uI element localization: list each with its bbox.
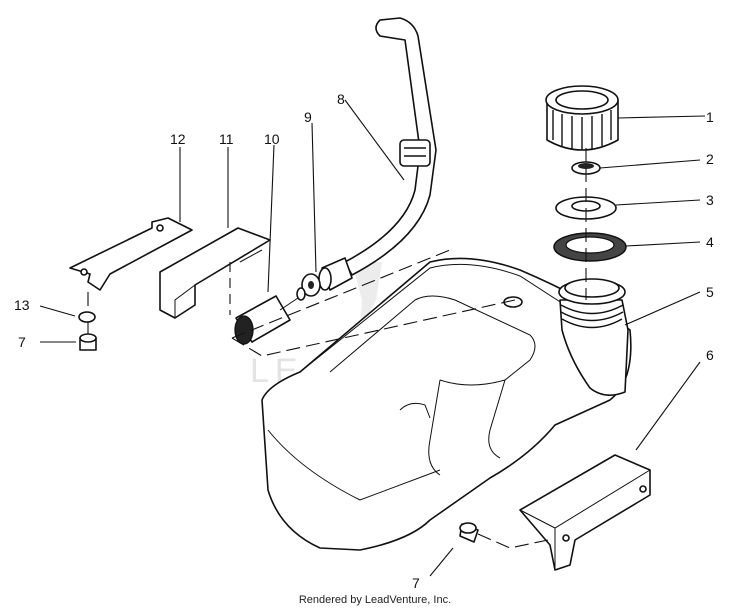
render-credit: Rendered by LeadVenture, Inc. <box>298 594 452 606</box>
callout-13: 13 <box>14 297 30 313</box>
callout-2: 2 <box>706 151 714 167</box>
tank-cover <box>519 454 651 571</box>
callout-6: 6 <box>706 347 714 363</box>
filter-ring <box>301 273 321 297</box>
callout-8: 8 <box>337 91 345 107</box>
callout-4: 4 <box>706 234 714 250</box>
callout-5: 5 <box>706 284 714 300</box>
callout-labels: 1 2 3 4 5 6 7 7 8 9 10 11 12 13 <box>14 91 714 591</box>
screw-left <box>79 333 97 351</box>
screw-bottom <box>459 522 479 543</box>
callout-12: 12 <box>170 131 186 147</box>
callout-1: 1 <box>706 109 714 125</box>
fuel-line <box>318 17 437 291</box>
fuel-tank <box>261 257 632 551</box>
callout-7-bottom: 7 <box>412 575 420 591</box>
callout-10: 10 <box>264 131 280 147</box>
small-washer <box>78 311 96 323</box>
leader-lines <box>39 99 706 577</box>
mounting-bracket <box>159 227 271 319</box>
fuel-cap <box>545 85 619 151</box>
watermark-logo <box>352 262 382 330</box>
mounting-strap <box>69 217 193 291</box>
cap-seal <box>553 232 627 262</box>
callout-11: 11 <box>219 131 234 147</box>
callout-9: 9 <box>304 109 312 125</box>
callout-7-left: 7 <box>18 334 26 350</box>
fuel-filter <box>234 287 306 345</box>
callout-3: 3 <box>706 192 714 208</box>
